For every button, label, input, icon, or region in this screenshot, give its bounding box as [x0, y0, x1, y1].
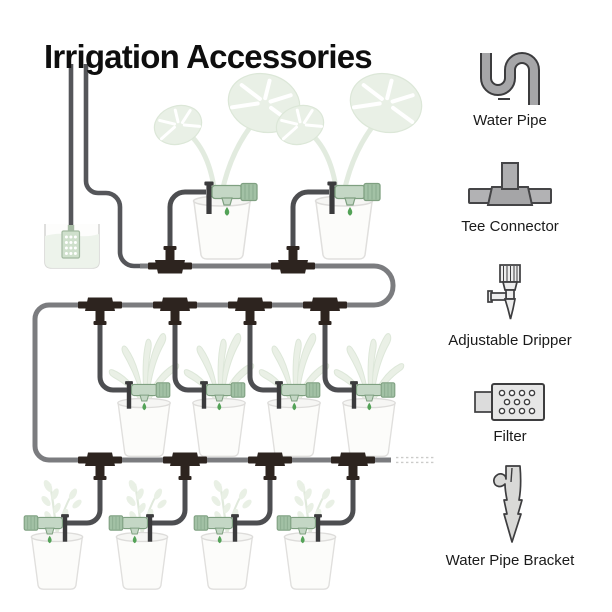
- filter-icon: [422, 380, 598, 424]
- flower-pot: [30, 531, 84, 590]
- supply-pipe: [83, 64, 142, 269]
- riser-pipe: [290, 189, 329, 264]
- tee-connector: [303, 297, 347, 325]
- legend-item-filter: Filter: [422, 380, 598, 445]
- tee-connector: [331, 452, 375, 480]
- legend-item-tee-connector: Tee Connector: [422, 158, 598, 235]
- main-distribution-line: [32, 263, 396, 463]
- accessories-legend: Water Pipe Tee Connector: [422, 0, 598, 612]
- tee-connector: [271, 246, 315, 274]
- legend-label: Adjustable Dripper: [448, 332, 572, 349]
- tee-connector: [153, 297, 197, 325]
- tee-connector: [78, 297, 122, 325]
- drop-pipe: [247, 314, 277, 393]
- legend-item-water-pipe: Water Pipe: [422, 50, 598, 129]
- page-title: Irrigation Accessories: [44, 38, 373, 76]
- drop-pipe: [172, 314, 202, 393]
- flower-pot: [192, 195, 252, 260]
- submerged-filter: [61, 225, 81, 259]
- tee-connector: [163, 452, 207, 480]
- legend-item-adjustable-dripper: Adjustable Dripper: [422, 264, 598, 349]
- drop-pipe: [237, 472, 273, 526]
- adjustable-dripper-icon: [422, 264, 598, 328]
- dashed-continuation-line: [396, 456, 434, 464]
- tee-connector: [78, 452, 122, 480]
- water-pipe-bracket-icon: [422, 462, 598, 548]
- drop-pipe: [97, 314, 127, 393]
- tee-connector-icon: [422, 158, 598, 214]
- legend-label: Water Pipe Bracket: [445, 552, 575, 569]
- tee-connector: [228, 297, 272, 325]
- tee-connector: [248, 452, 292, 480]
- tee-connector: [148, 246, 192, 274]
- drop-pipe: [320, 472, 356, 526]
- drop-pipe: [152, 472, 188, 526]
- flower-pot: [283, 531, 337, 590]
- legend-item-water-pipe-bracket: Water Pipe Bracket: [422, 462, 598, 569]
- riser-pipe: [167, 189, 206, 264]
- plant-monstera: [271, 66, 428, 203]
- flower-pot: [314, 195, 374, 260]
- water-pipe-icon: [422, 50, 598, 108]
- legend-label: Filter: [493, 428, 527, 445]
- drop-pipe: [322, 314, 352, 393]
- flower-pot: [200, 531, 254, 590]
- flower-pot: [115, 531, 169, 590]
- drop-pipe: [67, 472, 103, 526]
- legend-label: Tee Connector: [461, 218, 559, 235]
- legend-label: Water Pipe: [473, 112, 547, 129]
- pipes: [32, 64, 434, 526]
